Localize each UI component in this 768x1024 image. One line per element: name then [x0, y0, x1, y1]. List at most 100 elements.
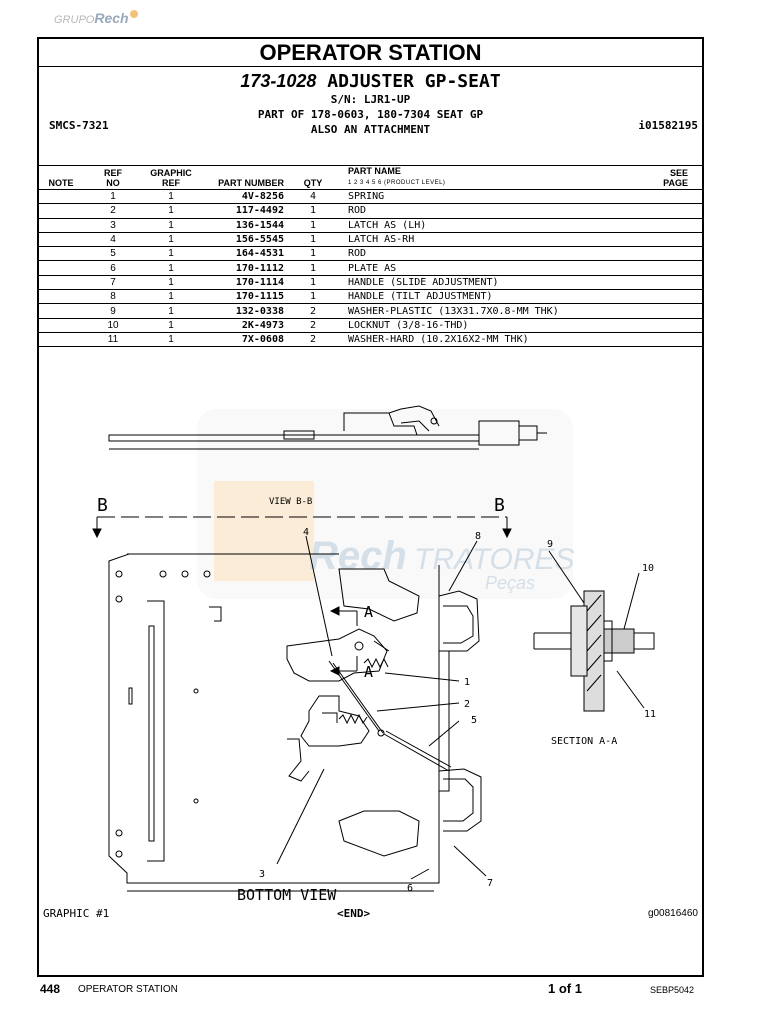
cell-part-number: 170-1115 — [235, 291, 284, 303]
watermark-sub: Peças — [485, 573, 535, 593]
section-a-bottom: A — [364, 663, 373, 681]
cell-ref-no: 11 — [107, 334, 119, 346]
group-title: 173-1028 ADJUSTER GP-SEAT — [39, 71, 702, 92]
cell-graphic-ref: 1 — [168, 262, 174, 274]
cell-graphic-ref: 1 — [168, 334, 174, 346]
section-b-right: B — [494, 495, 505, 516]
cell-part-name: SPRING — [348, 191, 385, 203]
cell-ref-no: 5 — [110, 248, 116, 260]
cell-part-name: WASHER-PLASTIC (13X31.7X0.8-MM THK) — [348, 305, 559, 317]
cell-graphic-ref: 1 — [168, 234, 174, 246]
cell-graphic-ref: 1 — [168, 291, 174, 303]
cell-graphic-ref: 1 — [168, 191, 174, 203]
cell-part-number: 170-1114 — [235, 276, 284, 288]
cell-see-page — [642, 332, 702, 346]
cell-part-number: 4V-8256 — [241, 191, 284, 203]
col-qty: QTY — [303, 178, 323, 188]
cell-qty: 1 — [309, 205, 317, 217]
cell-ref-no: 10 — [107, 319, 119, 331]
cell-part-number: 156-5545 — [235, 234, 284, 246]
cell-see-page — [642, 232, 702, 246]
smcs-code: SMCS-7321 — [49, 119, 109, 132]
assembly-diagram: Rech TRATORES Peças — [92, 405, 656, 904]
illustration-id: i01582195 — [638, 119, 698, 132]
callout-10: 10 — [642, 563, 654, 574]
title-area: 173-1028 ADJUSTER GP-SEAT S/N: LJR1-UP P… — [39, 71, 702, 151]
footer-section: OPERATOR STATION — [78, 984, 178, 995]
part-of-line: PART OF 178-0603, 180-7304 SEAT GP — [257, 108, 484, 121]
logo-prefix: GRUPO — [54, 14, 95, 26]
cell-note — [39, 332, 83, 346]
footer-doc-code: SEBP5042 — [650, 985, 695, 995]
cell-ref-no: 4 — [110, 234, 116, 246]
cell-note — [39, 247, 83, 261]
callout-11: 11 — [644, 709, 656, 720]
leader-lines — [276, 535, 645, 880]
callout-4: 4 — [303, 527, 309, 538]
callout-9: 9 — [547, 539, 553, 550]
cell-note — [39, 204, 83, 218]
cell-graphic-ref: 1 — [168, 205, 174, 217]
cell-graphic-ref: 1 — [168, 219, 174, 231]
logo-brand: Rech — [94, 10, 129, 26]
end-label: <END> — [337, 907, 371, 920]
seat-plate — [108, 553, 450, 892]
cell-graphic-ref: 1 — [168, 276, 174, 288]
section-b-left: B — [97, 495, 108, 516]
cell-qty: 2 — [309, 319, 317, 331]
section-a-top: A — [364, 603, 373, 621]
cell-note — [39, 261, 83, 275]
cell-see-page — [642, 204, 702, 218]
cell-part-name: LATCH AS-RH — [348, 234, 415, 246]
section-a-a-detail — [533, 590, 655, 712]
slide-rail — [108, 405, 547, 450]
cell-part-name: HANDLE (SLIDE ADJUSTMENT) — [348, 276, 499, 288]
cell-graphic-ref: 1 — [168, 248, 174, 260]
cell-see-page — [642, 318, 702, 332]
cell-note — [39, 275, 83, 289]
section-aa-label: SECTION A-A — [551, 736, 617, 747]
latch-rh — [286, 628, 390, 682]
cell-part-name: ROD — [348, 205, 367, 217]
cell-qty: 1 — [309, 219, 317, 231]
callout-7: 7 — [487, 878, 493, 889]
callout-3: 3 — [259, 869, 265, 880]
cell-qty: 1 — [309, 234, 317, 246]
footer-page-of: 1 of 1 — [548, 981, 582, 996]
attachment-line: ALSO AN ATTACHMENT — [310, 123, 431, 136]
logo-dot-icon — [129, 10, 138, 18]
cell-part-name: LATCH AS (LH) — [348, 219, 427, 231]
cell-see-page — [642, 218, 702, 232]
cell-part-name: WASHER-HARD (10.2X16X2-MM THK) — [348, 334, 529, 346]
cell-qty: 2 — [309, 305, 317, 317]
group-name: ADJUSTER GP-SEAT — [327, 71, 501, 92]
latch-lh — [287, 695, 370, 782]
handle-slide — [338, 768, 482, 857]
callout-8: 8 — [475, 531, 481, 542]
cell-ref-no: 3 — [110, 219, 116, 231]
cell-part-number: 132-0338 — [235, 305, 284, 317]
callout-2: 2 — [464, 699, 470, 710]
graphic-id: g00816460 — [647, 908, 698, 919]
watermark-brand: Rech — [309, 534, 407, 578]
cell-note — [39, 290, 83, 304]
handle-tilt — [338, 568, 480, 652]
cell-see-page — [642, 275, 702, 289]
rods-springs — [328, 657, 452, 772]
serial-number: S/N: LJR1-UP — [330, 93, 411, 106]
cell-part-name: PLATE AS — [348, 262, 397, 274]
cell-graphic-ref: 1 — [168, 305, 174, 317]
graphic-label: GRAPHIC #1 — [43, 907, 110, 920]
cell-ref-no: 6 — [110, 262, 116, 274]
